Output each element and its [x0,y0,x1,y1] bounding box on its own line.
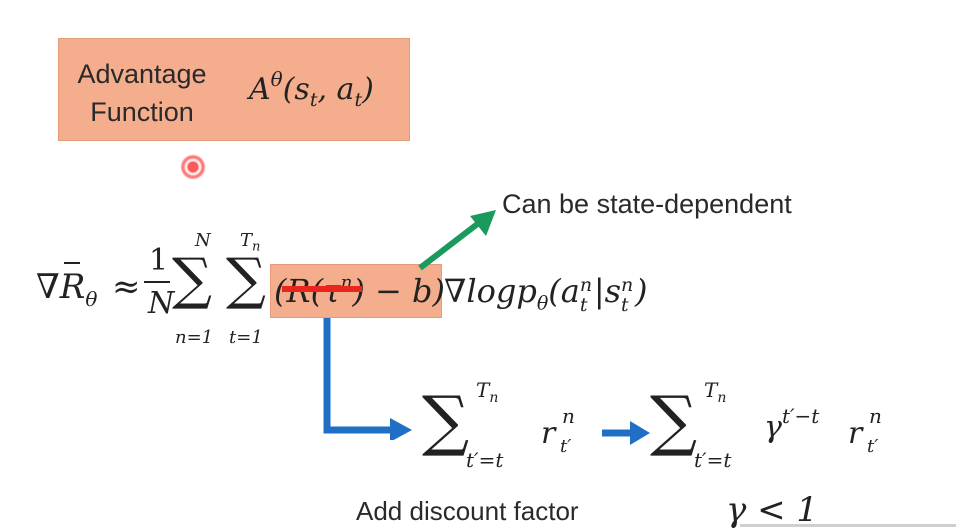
state-dependent-note: Can be state-dependent [502,189,792,219]
blue-right-arrow-icon [602,421,650,445]
return-r-sub: t′ [560,436,572,457]
eq-approx: ≈ [112,267,141,307]
grad-theta: θ [536,292,549,315]
blue-arrow-icon [323,318,412,440]
return-r: r [541,416,556,451]
sum-t-lower: t=1 [229,327,263,348]
sum-n-upper: N [195,230,211,251]
eq-nabla-R: ∇R [36,267,86,307]
bottom-edge-divider [740,524,956,527]
gamma-power: γt′−t [764,404,819,445]
discounted-upper-T: T [704,378,718,402]
sum-return-upper: Tn [476,378,498,406]
frac-numerator: 1 [149,243,169,278]
adv-args-mid: , a [317,72,355,107]
sum-discounted-lower: t′=t [694,448,732,472]
return-r-sup: n [562,404,575,428]
advantage-expression: Aθ(st, at) [249,67,374,111]
fraction-bar [144,281,170,283]
grad-bar: |s [593,272,622,310]
reward-rest: ) − b) [352,272,445,310]
advantage-function-label: Advantage Function [77,55,207,131]
sum-discounted-upper: Tn [704,378,726,406]
discounted-r-sup: n [869,404,882,428]
gamma-base: γ [764,410,782,445]
adv-sub-t1: t [309,89,318,111]
red-strikethrough [282,286,362,292]
discounted-upper-sub: n [717,390,727,406]
adv-theta: θ [270,67,283,91]
sum-t-upper: Tn [240,230,260,255]
discounted-r-sub: t′ [867,436,879,457]
a-sub: t [579,294,588,316]
gamma-exponent: t′−t [781,404,820,428]
adv-A: A [249,72,271,107]
s-sup: n [621,274,634,296]
return-upper-T: T [476,378,490,402]
grad-log: ∇logp [444,272,537,310]
eq-grad-R: ∇Rθ [36,270,97,309]
eq-theta-sub: θ [85,287,98,311]
reward-sup: n [340,272,353,293]
green-arrow-icon [418,210,496,271]
sum-n: ∑ [172,247,212,312]
discount-caption: Add discount factor [356,496,579,526]
sum-return-lower: t′=t [466,448,504,472]
a-sup: n [579,274,593,296]
sum-n-lower: n=1 [175,327,214,348]
sum-discounted: ∑ [650,382,698,459]
discounted-r: r [848,416,863,451]
sum-t-upper-sub: n [252,239,261,255]
advantage-function-box: Advantage Function Aθ(st, at) [58,38,410,141]
return-upper-sub: n [489,390,499,406]
advantage-label-line2: Function [90,97,194,127]
frac-denominator: N [148,286,175,321]
adv-args-close: ) [362,72,374,107]
grad-close: ) [635,272,648,310]
gamma-condition: γ < 1 [726,490,819,530]
grad-args: (a [548,272,580,310]
advantage-label-line1: Advantage [77,59,207,89]
laser-pointer-dot [180,154,206,180]
sum-t-upper-T: T [240,230,253,251]
sum-return: ∑ [422,382,470,459]
sum-t: ∑ [226,247,266,312]
s-sub: t [621,294,629,316]
adv-args-open: (s [282,72,310,107]
adv-sub-t2: t [354,89,363,111]
r-bar-overline [64,262,80,264]
